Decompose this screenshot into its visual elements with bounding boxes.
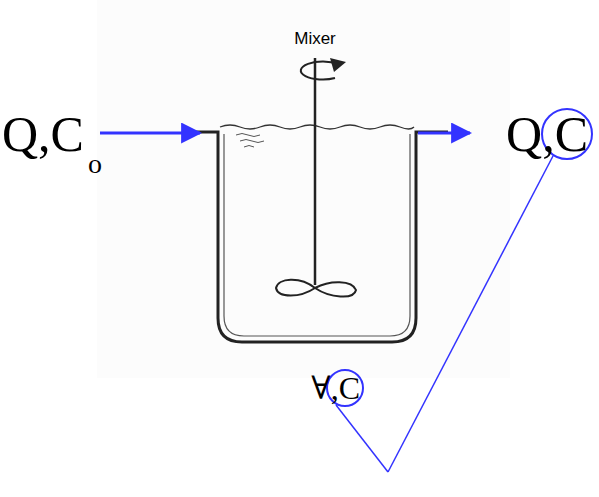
outflow-label: Q,C [506,109,588,159]
mixer-shaft [314,58,317,285]
photo-ground [97,0,510,378]
tank-inner-wall [224,134,410,336]
subscript-label: o [88,150,102,178]
water-ripples [236,134,264,148]
rotation-arrowhead [330,58,346,72]
inflow-label: Q,C [2,109,84,159]
volume-label: ∀,C [311,372,360,404]
tank-wall [188,132,448,342]
leader-line [388,156,553,472]
outflow-arrow [418,132,470,135]
water-surface [220,125,414,129]
mixer-label: Mixer [294,30,336,47]
leader-line [336,405,388,472]
propeller-blade [315,282,356,296]
propeller-blade [276,280,315,296]
inflow-arrow [100,132,200,135]
